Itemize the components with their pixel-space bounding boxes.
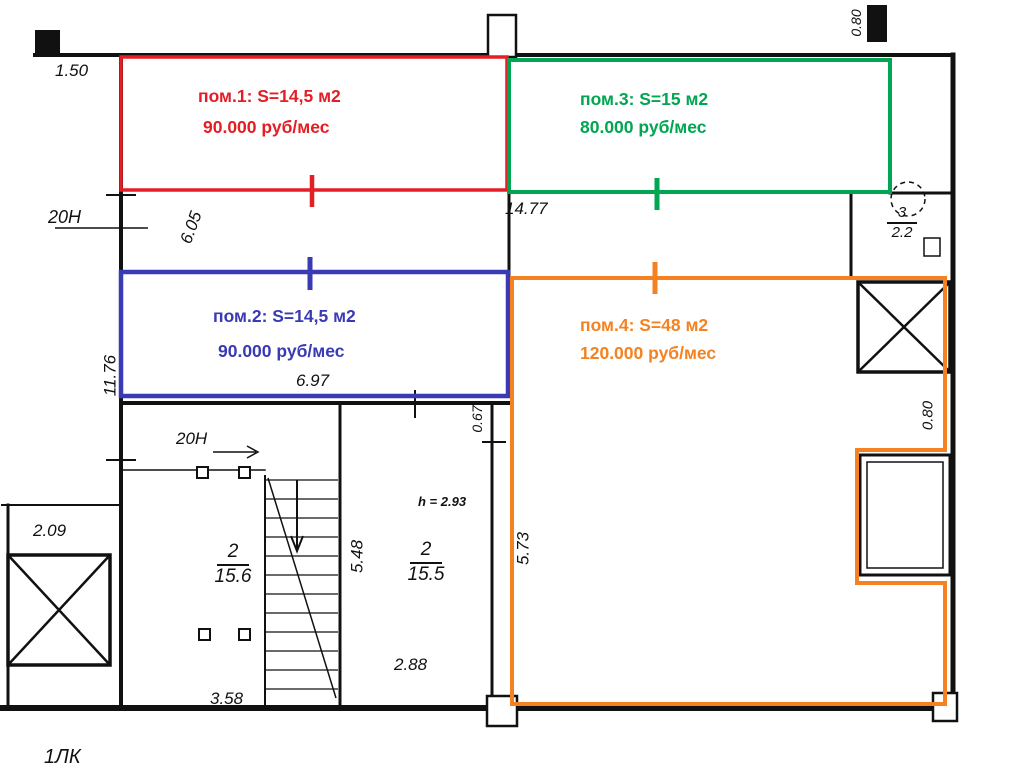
room4-price: 120.000 руб/мес <box>580 343 717 363</box>
room2-price: 90.000 руб/мес <box>218 341 345 361</box>
room4-label: пом.4: S=48 м2 <box>580 315 709 335</box>
dim-wall-offset: 0.67 <box>469 405 485 433</box>
mid-room-tag: 2 15.5 <box>396 539 456 587</box>
room-overlays-group <box>118 55 947 706</box>
mid-room-area: 15.5 <box>407 563 445 585</box>
room3-label: пом.3: S=15 м2 <box>580 89 709 109</box>
riser-top-middle <box>486 13 518 59</box>
room2-outline <box>118 269 511 399</box>
stairs-group <box>196 445 338 708</box>
walls-group <box>0 52 956 711</box>
dim-mid-room-width: 2.88 <box>394 655 428 674</box>
room1-label: пом.1: S=14,5 м2 <box>198 86 341 106</box>
stair-entry-arrow <box>213 445 260 459</box>
dim-right-shaft-depth: 0.80 <box>919 400 937 431</box>
room2-label: пом.2: S=14,5 м2 <box>213 306 356 326</box>
wc-room-number: 3 <box>886 204 918 224</box>
niche-label: 20Н <box>48 207 82 227</box>
ceiling-height-label: h = 2.93 <box>418 494 467 509</box>
dim-top-right-depth: 0.80 <box>848 9 864 37</box>
elevator-shaft-top-right <box>856 280 952 374</box>
room4-outline <box>510 276 947 706</box>
wc-room-tag: 3 2.2 <box>880 204 924 242</box>
stair-room-tag: 2 15.6 <box>203 541 263 589</box>
stair-direction-arrow <box>290 480 304 554</box>
stair-room-area: 15.6 <box>214 565 252 587</box>
dim-left-height: 11.76 <box>100 354 120 397</box>
room3-outline <box>507 58 892 194</box>
column-top-left <box>35 30 60 55</box>
dim-elevator-width: 2.09 <box>33 521 67 540</box>
room1-price: 90.000 руб/мес <box>203 117 330 137</box>
dim-red-width: 14.77 <box>505 199 548 218</box>
column-top-right <box>867 5 887 42</box>
dim-blue-width: 6.97 <box>296 371 330 390</box>
stairs-label: 20Н <box>176 429 208 448</box>
elevator-shaft-bottom-left <box>6 553 112 667</box>
room3-price: 80.000 руб/мес <box>580 117 707 137</box>
shaft-right <box>858 453 952 577</box>
stair-room-number: 2 <box>216 541 250 566</box>
wc-room-area: 2.2 <box>891 224 913 241</box>
door-swing-circle <box>890 181 926 217</box>
fixtures-group <box>35 5 959 728</box>
dim-orange-depth: 5.73 <box>513 531 533 566</box>
mid-room-number: 2 <box>409 539 443 564</box>
dim-top-niche-width: 1.50 <box>55 61 89 80</box>
dim-stair-room-width: 3.58 <box>210 689 244 708</box>
wc-fixture <box>923 237 941 257</box>
shafts-group <box>6 280 952 667</box>
stairwell-label: 1ЛК <box>44 746 81 767</box>
dim-mid-room-depth: 5.48 <box>347 539 367 574</box>
